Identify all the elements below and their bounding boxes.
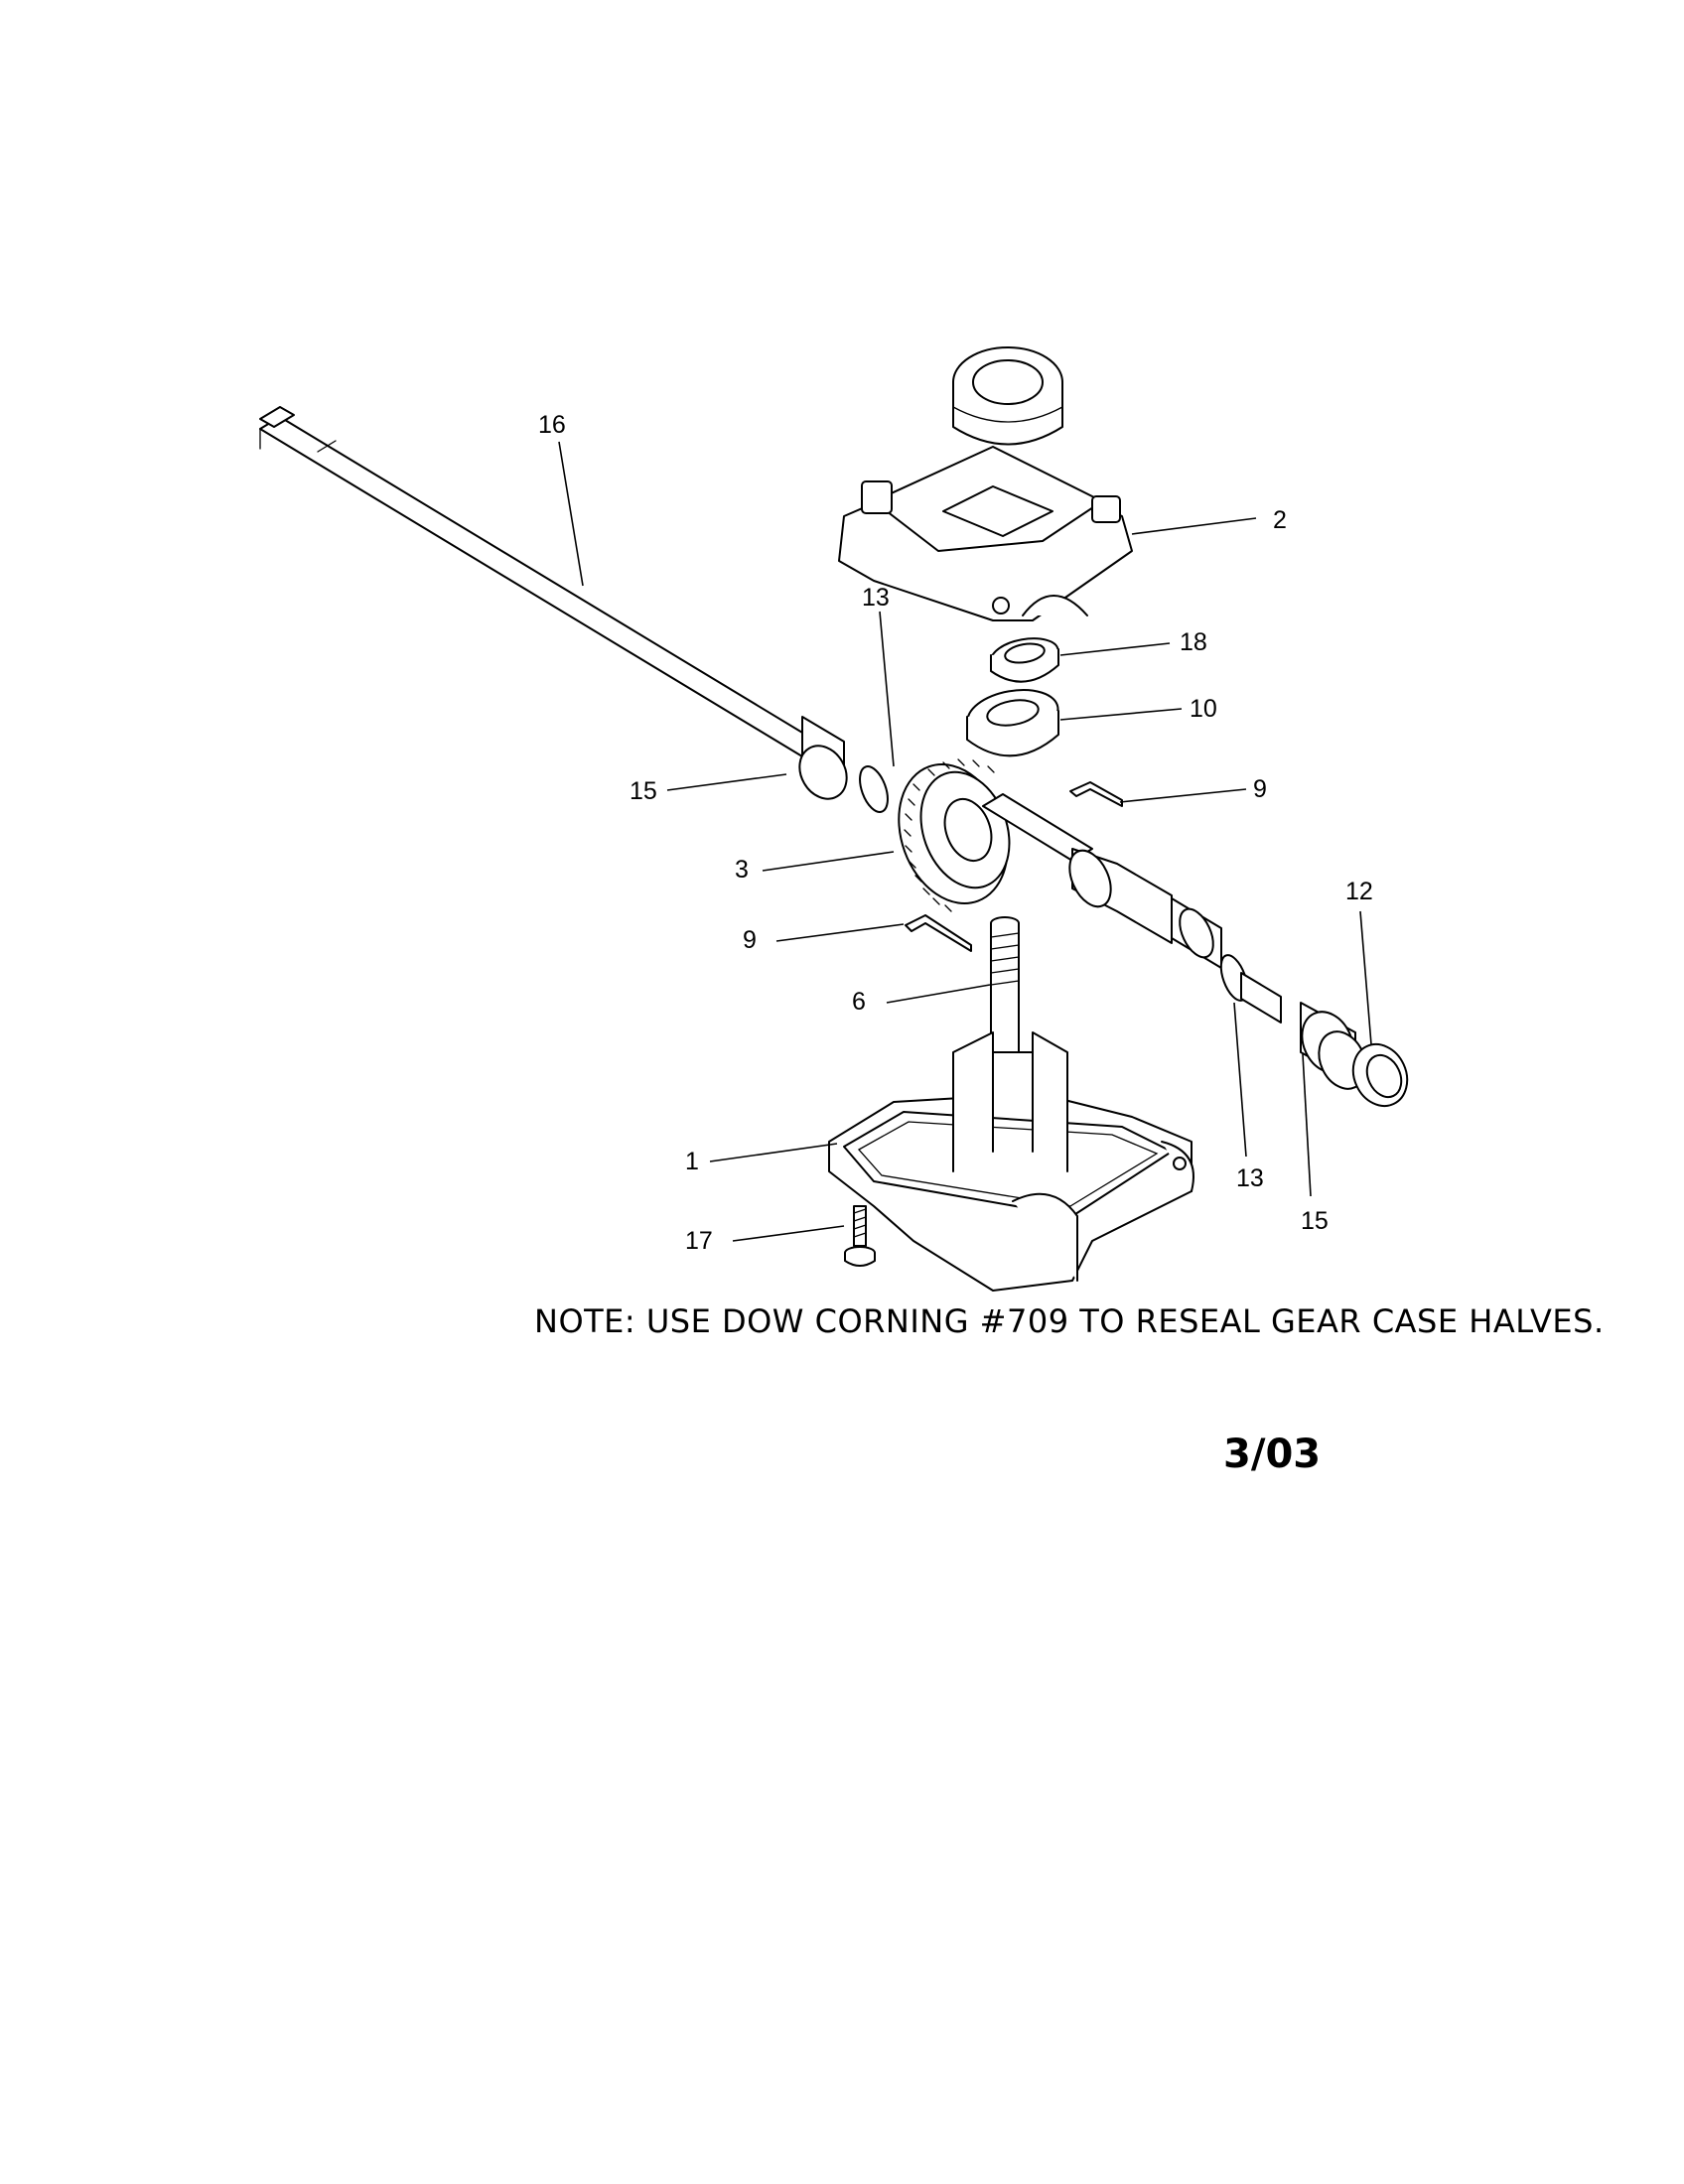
leader-17	[732, 1225, 845, 1242]
callout-9-upper: 9	[1253, 775, 1267, 803]
callout-10: 10	[1190, 695, 1217, 723]
callout-2: 2	[1273, 506, 1287, 534]
leader-15a	[666, 773, 787, 791]
callout-9-lower: 9	[743, 926, 757, 954]
part-13-washer-left	[859, 765, 889, 813]
part-10-bearing	[966, 689, 1059, 757]
leader-9b	[775, 923, 905, 942]
part-shaft-right-end	[982, 793, 1222, 969]
date-code: 3/03	[1223, 1432, 1322, 1477]
part-9-key-lower	[905, 914, 972, 952]
callout-12: 12	[1345, 878, 1373, 905]
callout-1: 1	[685, 1148, 699, 1175]
part-18-seal	[990, 637, 1059, 683]
part-3-gear	[898, 758, 1011, 912]
leader-12	[1359, 910, 1372, 1045]
callout-15-left: 15	[630, 777, 657, 805]
leader-16	[558, 441, 584, 587]
part-2-upper-gear-case	[838, 346, 1133, 621]
leader-2	[1131, 517, 1257, 535]
callout-16: 16	[538, 411, 566, 439]
leader-13b	[1233, 1002, 1247, 1158]
callout-15-right: 15	[1301, 1207, 1329, 1235]
callout-6: 6	[852, 988, 866, 1016]
leader-3	[762, 851, 895, 872]
part-1-lower-gear-case	[828, 1031, 1194, 1292]
part-17-screw	[844, 1205, 876, 1267]
part-16-shaft	[259, 406, 823, 757]
callout-13-upper: 13	[862, 584, 890, 612]
callout-3: 3	[735, 856, 749, 884]
leader-15b	[1302, 1053, 1312, 1197]
leader-9a	[1119, 788, 1247, 803]
leader-6	[886, 984, 991, 1004]
part-15-bushing-left	[798, 716, 848, 800]
leader-18	[1059, 642, 1171, 656]
part-12-seal	[1351, 1042, 1409, 1108]
part-9-key-upper	[1069, 781, 1123, 807]
leader-1	[709, 1143, 838, 1162]
reseal-note: NOTE: USE DOW CORNING #709 TO RESEAL GEA…	[534, 1302, 1605, 1340]
callout-17: 17	[685, 1227, 713, 1255]
callout-13-lower: 13	[1236, 1164, 1264, 1192]
leader-10	[1059, 708, 1183, 721]
callout-18: 18	[1180, 628, 1207, 656]
leader-13a	[879, 611, 895, 767]
part-13-washer-right	[1219, 954, 1282, 1024]
